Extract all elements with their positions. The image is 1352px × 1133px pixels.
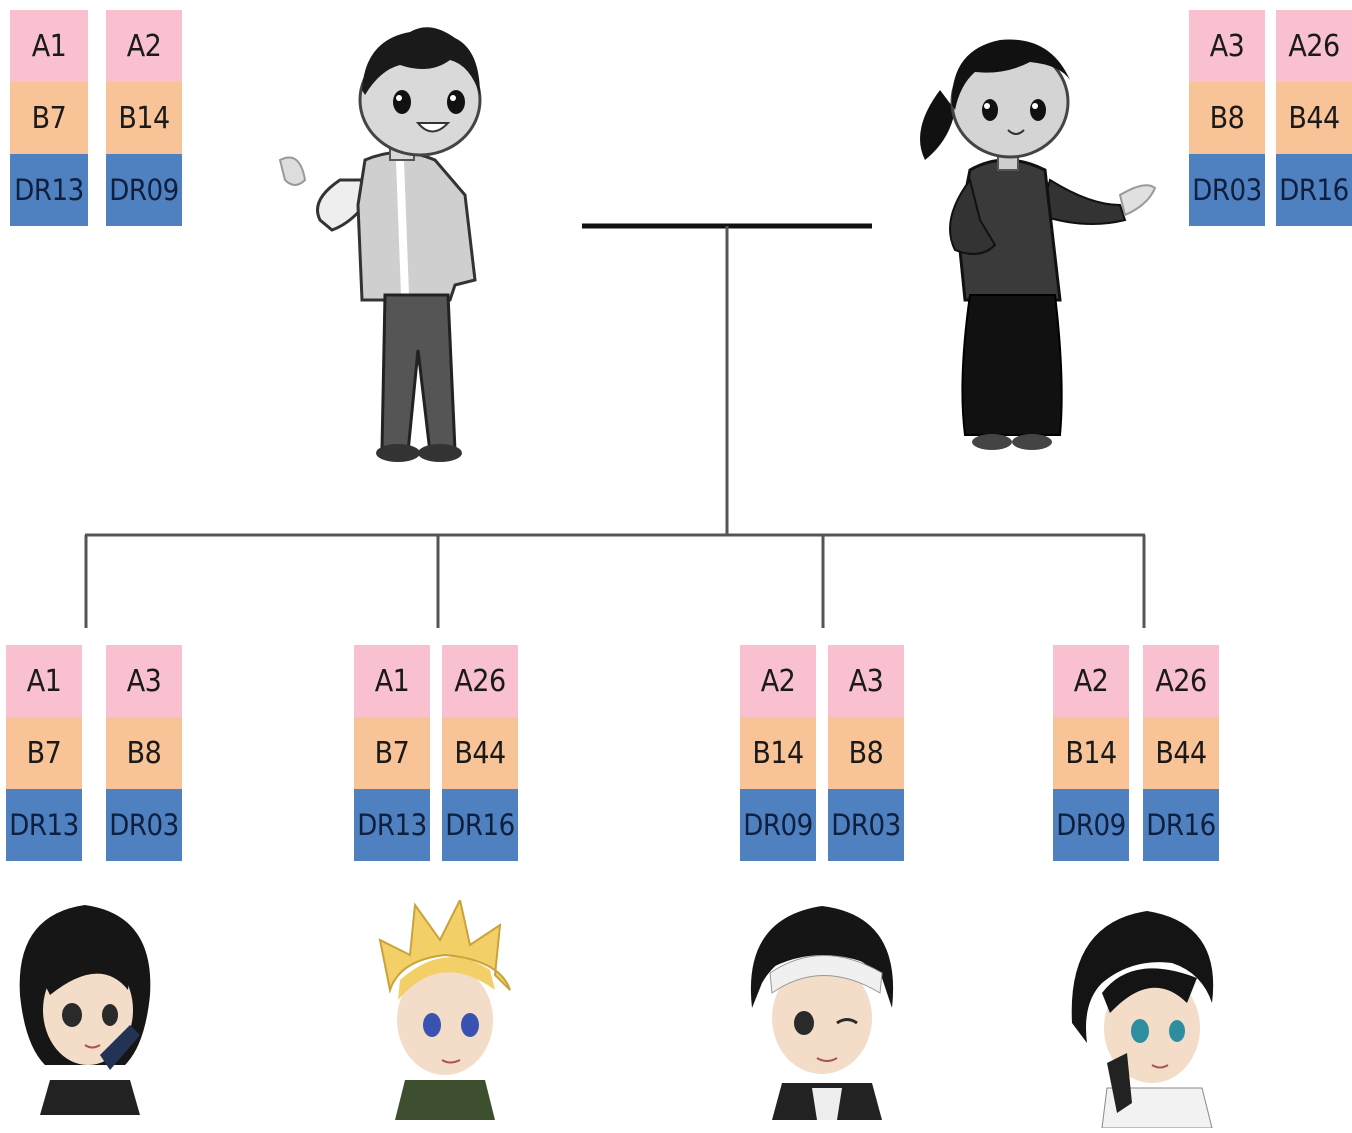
hla-a-allele: A26 <box>442 645 518 717</box>
hla-dr-allele: DR16 <box>1143 789 1219 861</box>
hla-b-allele: B7 <box>6 717 82 789</box>
hla-dr-allele: DR09 <box>1053 789 1129 861</box>
child-4-haplotype-1: A2 B14 DR09 <box>1053 645 1129 861</box>
mother-haplotype-1: A3 B8 DR03 <box>1189 10 1265 226</box>
child-3-haplotype-1: A2 B14 DR09 <box>740 645 816 861</box>
hla-dr-allele: DR03 <box>828 789 904 861</box>
hla-a-allele: A3 <box>828 645 904 717</box>
hla-b-allele: B7 <box>10 82 88 154</box>
hla-b-allele: B8 <box>106 717 182 789</box>
hla-b-allele: B7 <box>354 717 430 789</box>
mother-haplotype-2: A26 B44 DR16 <box>1276 10 1352 226</box>
child-2-haplotype-1: A1 B7 DR13 <box>354 645 430 861</box>
hla-dr-allele: DR09 <box>106 154 182 226</box>
hla-b-allele: B14 <box>740 717 816 789</box>
hla-a-allele: A26 <box>1276 10 1352 82</box>
hla-b-allele: B44 <box>1276 82 1352 154</box>
hla-a-allele: A2 <box>106 10 182 82</box>
hla-b-allele: B44 <box>1143 717 1219 789</box>
hla-b-allele: B8 <box>828 717 904 789</box>
hla-a-allele: A1 <box>354 645 430 717</box>
hla-dr-allele: DR16 <box>442 789 518 861</box>
hla-a-allele: A1 <box>6 645 82 717</box>
child-2-haplotype-2: A26 B44 DR16 <box>442 645 518 861</box>
anime-child-2-icon <box>378 900 511 1120</box>
hla-dr-allele: DR03 <box>1189 154 1265 226</box>
cartoon-woman-icon <box>920 39 1157 450</box>
child-3-haplotype-2: A3 B8 DR03 <box>828 645 904 861</box>
child-1-haplotype-1: A1 B7 DR13 <box>6 645 82 861</box>
hla-a-allele: A1 <box>10 10 88 82</box>
hla-a-allele: A2 <box>740 645 816 717</box>
hla-a-allele: A3 <box>1189 10 1265 82</box>
hla-a-allele: A3 <box>106 645 182 717</box>
cartoon-man-icon <box>278 27 482 462</box>
anime-child-3-icon <box>750 906 894 1120</box>
father-haplotype-2: A2 B14 DR09 <box>106 10 182 226</box>
child-4-haplotype-2: A26 B44 DR16 <box>1143 645 1219 861</box>
hla-dr-allele: DR09 <box>740 789 816 861</box>
hla-dr-allele: DR13 <box>10 154 88 226</box>
anime-child-1-icon <box>19 905 151 1115</box>
hla-b-allele: B8 <box>1189 82 1265 154</box>
hla-dr-allele: DR16 <box>1276 154 1352 226</box>
anime-child-4-icon <box>1071 911 1214 1128</box>
hla-dr-allele: DR13 <box>354 789 430 861</box>
hla-b-allele: B44 <box>442 717 518 789</box>
father-haplotype-1: A1 B7 DR13 <box>10 10 88 226</box>
hla-b-allele: B14 <box>106 82 182 154</box>
hla-dr-allele: DR03 <box>106 789 182 861</box>
hla-a-allele: A26 <box>1143 645 1219 717</box>
hla-dr-allele: DR13 <box>6 789 82 861</box>
hla-b-allele: B14 <box>1053 717 1129 789</box>
hla-a-allele: A2 <box>1053 645 1129 717</box>
child-1-haplotype-2: A3 B8 DR03 <box>106 645 182 861</box>
